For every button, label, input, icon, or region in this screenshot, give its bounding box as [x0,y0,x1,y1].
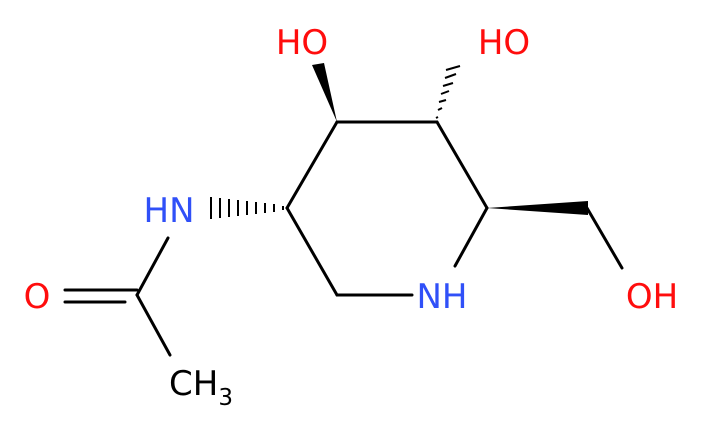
methyl-label: CH3 [169,364,233,411]
hash-c5-oh [435,65,461,119]
wedge-c4-oh [312,63,337,122]
methyl-subscript: 3 [218,385,233,411]
wedge-c6-ch2 [487,201,588,215]
oh-ch2-label: OH [626,277,678,317]
bond-c5-c6 [435,120,489,210]
bond-c-ch3 [135,293,172,357]
nh-amide-label: HN [144,191,195,231]
methyl-main: CH [169,364,218,404]
oh-c5-label: HO [478,23,530,63]
bond-ch2-oh [585,206,624,270]
bond-c6-n [453,206,489,268]
bond-c3-c4 [285,120,339,210]
hash-c3-nh [210,197,284,219]
bond-n-c [135,236,170,297]
oh-c4-label: HO [276,23,328,63]
ring-bonds [63,120,624,357]
carbonyl-oxygen-label: O [24,277,51,317]
bond-c3-c2 [285,206,339,297]
nh-ring-label: NH [417,277,468,317]
